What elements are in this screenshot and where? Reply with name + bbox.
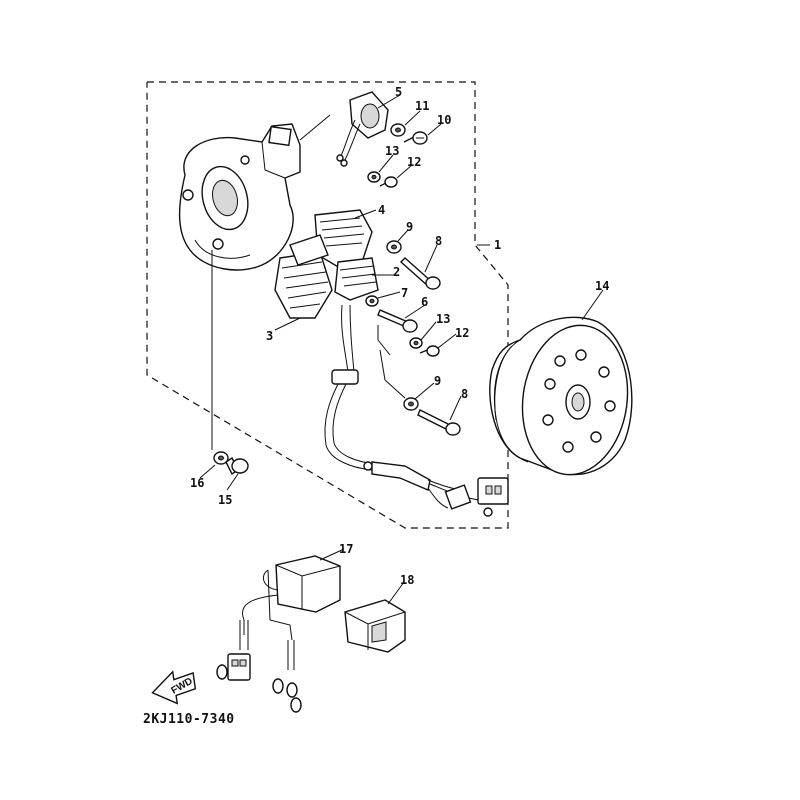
callout-15: 15	[218, 493, 232, 507]
callout-7: 7	[401, 286, 408, 300]
leader-lines	[199, 94, 604, 605]
callout-9-top: 9	[406, 220, 413, 234]
washer-16	[213, 451, 229, 465]
callout-18: 18	[400, 573, 414, 587]
callout-1: 1	[494, 238, 501, 252]
washer-11	[390, 123, 406, 137]
washer-13-mid	[409, 337, 423, 349]
cdi-holder	[344, 599, 406, 653]
flywheel-rotor	[489, 316, 633, 476]
callout-13-mid: 13	[436, 312, 450, 326]
callout-16: 16	[190, 476, 204, 490]
callout-8-top: 8	[435, 234, 442, 248]
callout-5: 5	[395, 85, 402, 99]
callout-9-lower: 9	[434, 374, 441, 388]
callout-2: 2	[393, 265, 400, 279]
callout-12-top: 12	[407, 155, 421, 169]
callout-labels: 1 2 3 4 5 6 7 8 8 9 9 10 11 12 12 13 13 …	[190, 85, 609, 587]
washer-13-top	[367, 171, 381, 183]
washer-7	[365, 295, 379, 307]
screw-10	[403, 131, 428, 145]
callout-12-mid: 12	[455, 326, 469, 340]
wiring-harness	[324, 304, 509, 517]
callout-13-top: 13	[385, 144, 399, 158]
washer-9-top	[386, 240, 402, 254]
stator-coil-assembly	[274, 209, 379, 319]
screw-12-top	[379, 176, 398, 188]
washer-9-lower	[403, 397, 419, 411]
bolt-8-top	[399, 257, 441, 290]
screw-12-mid	[419, 345, 440, 357]
callout-14: 14	[595, 279, 609, 293]
callout-4: 4	[378, 203, 385, 217]
bolt-15	[225, 456, 249, 476]
callout-17: 17	[339, 542, 353, 556]
forward-arrow-icon: FWD	[151, 670, 197, 705]
callout-10: 10	[437, 113, 451, 127]
bolt-6	[377, 309, 418, 333]
callout-6: 6	[421, 295, 428, 309]
callout-3: 3	[266, 329, 273, 343]
stator-base-plate	[178, 123, 301, 271]
pickup-coil	[336, 91, 389, 167]
callout-8-lower: 8	[461, 387, 468, 401]
diagram-code: 2KJ110-7340	[143, 712, 235, 727]
bolt-8-lower	[417, 409, 461, 436]
callout-11: 11	[415, 99, 429, 113]
cdi-unit	[216, 555, 341, 713]
